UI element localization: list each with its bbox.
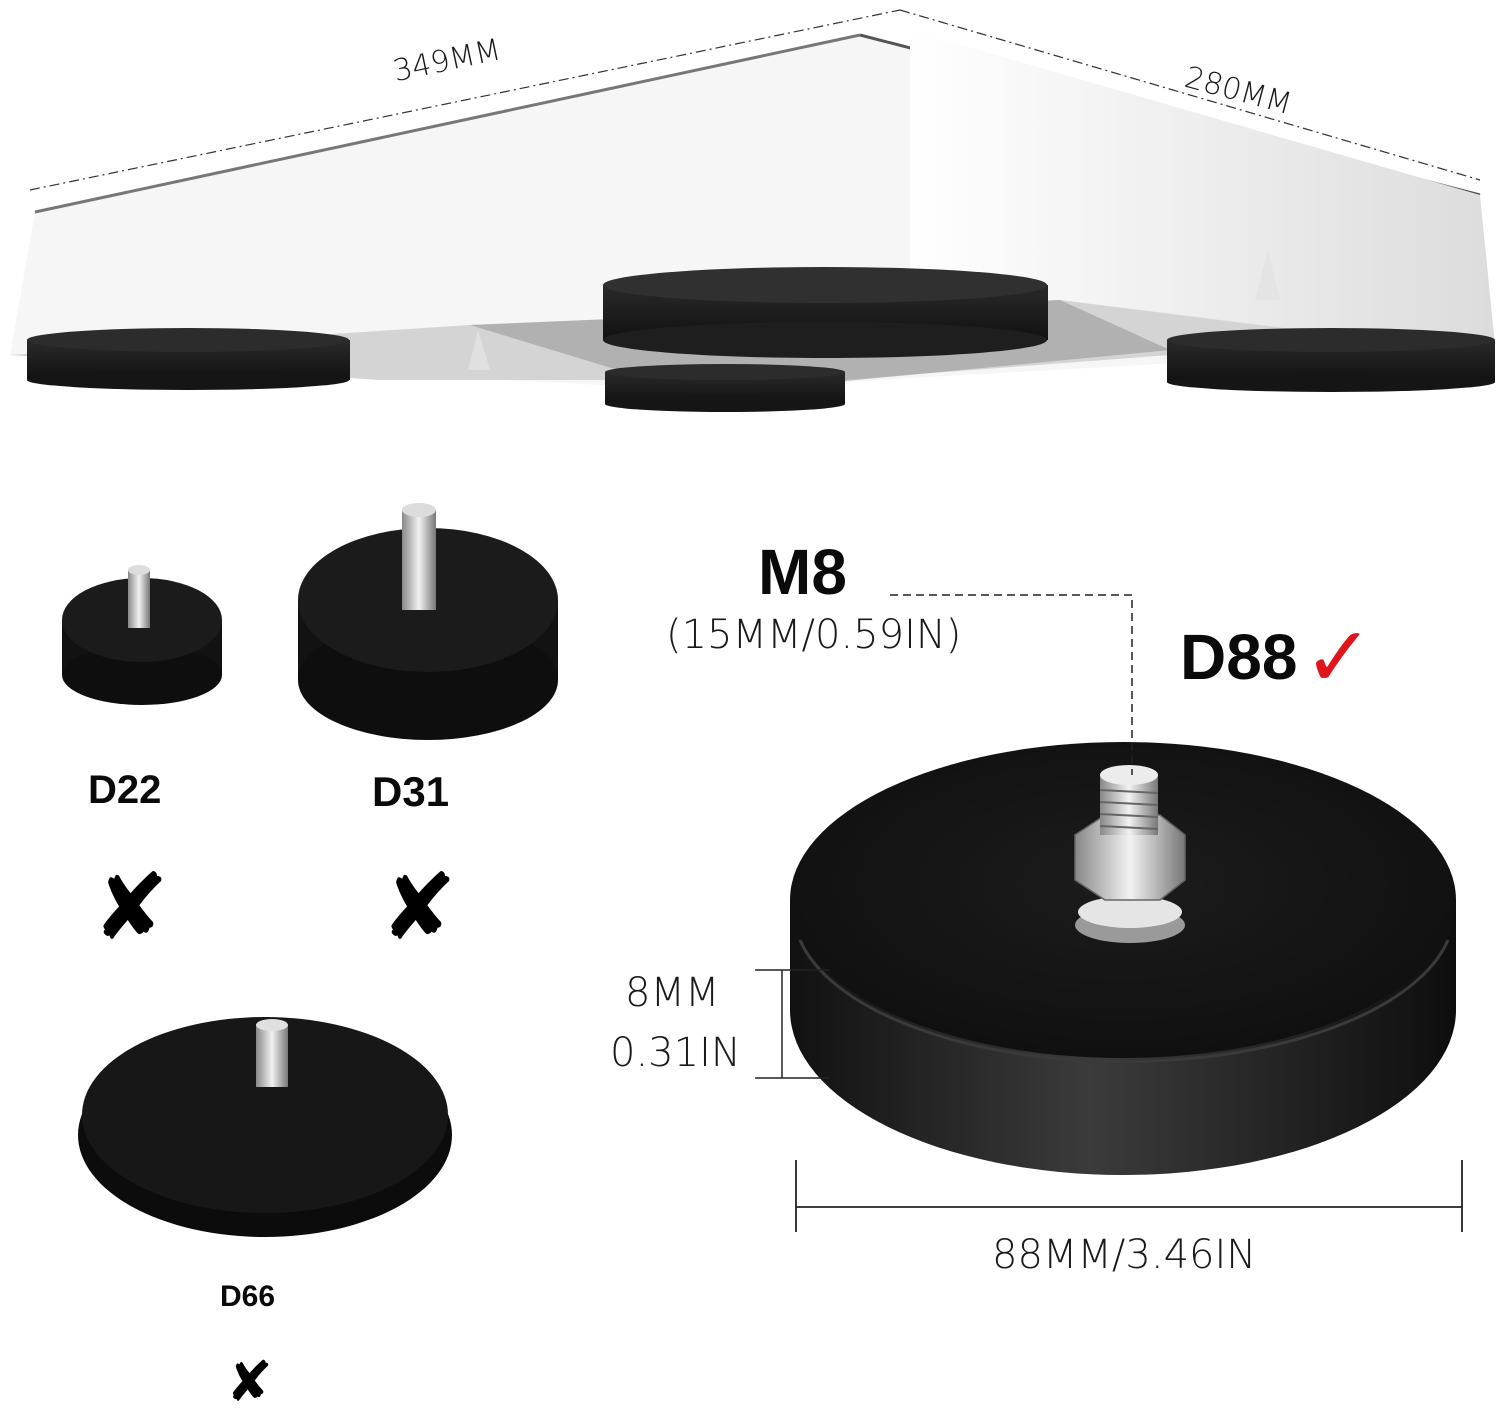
option-label-d88: D88: [1180, 621, 1298, 693]
magnet-puck-right: [1167, 328, 1495, 392]
height-in-label: 0.31IN: [610, 1030, 741, 1076]
magnet-puck-center-bottom: [605, 364, 845, 412]
diameter-dimension-line: [795, 1160, 1463, 1232]
option-label-d22: D22: [88, 768, 162, 812]
height-mm-label: 8MM: [625, 970, 720, 1016]
magnet-d31-illustration: [298, 503, 558, 740]
x-mark-icon: ✘: [92, 854, 170, 961]
magnet-d22-illustration: [62, 565, 222, 705]
magnet-d66-illustration: [78, 1017, 452, 1237]
check-mark-icon: ✓: [1303, 608, 1374, 706]
magnet-d88-illustration: [790, 742, 1456, 1175]
plate-with-magnets-illustration: [10, 9, 1495, 412]
diameter-label: 88MM/3.46IN: [992, 1232, 1257, 1278]
x-mark-icon: ✘: [226, 1350, 273, 1415]
height-dimension-bracket: [755, 969, 830, 1079]
thread-length-label: (15MM/0.59IN): [666, 612, 962, 658]
magnet-puck-center-top: [603, 267, 1048, 358]
x-mark-icon: ✘: [380, 854, 458, 961]
top-illustration: 349MM 280MM: [0, 0, 1500, 430]
option-label-d31: D31: [372, 768, 450, 815]
thread-size-label: M8: [758, 536, 847, 608]
selected-option: D88 ✓: [1180, 615, 1374, 699]
thread-leader-line: [890, 594, 1133, 775]
magnet-puck-left: [27, 328, 350, 390]
option-label-d66: D66: [220, 1280, 276, 1313]
